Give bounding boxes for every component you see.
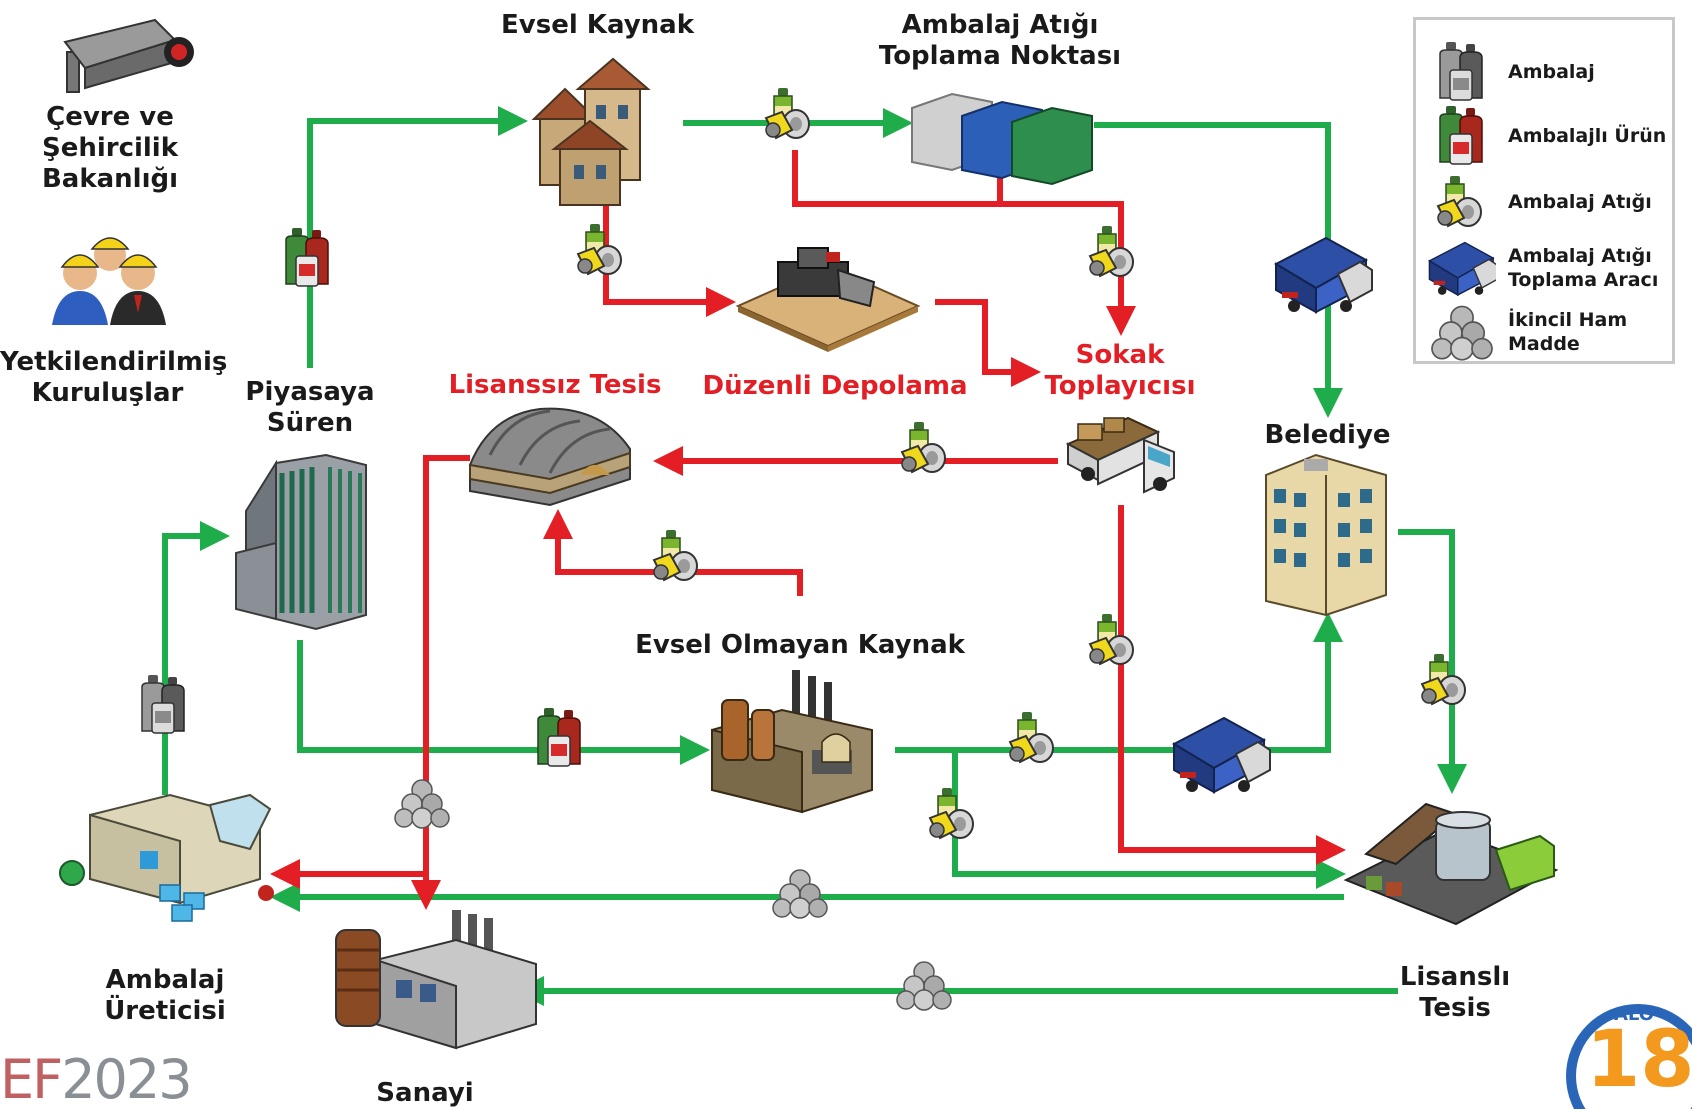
node-street-collector-label: Sokak Toplayıcısı: [1044, 340, 1196, 401]
node-packaging-producer-label: Ambalaj Üreticisi: [104, 965, 226, 1026]
authorized-workers-icon: [52, 237, 166, 325]
node-non-domestic-label: Evsel Olmayan Kaynak: [635, 630, 965, 660]
street-collector-truck-icon: [1065, 416, 1175, 494]
licensed-facility-icon: [1343, 802, 1559, 926]
skyscraper-icon: [235, 453, 367, 631]
security-camera-icon: [63, 18, 194, 93]
alo-text: ALO: [1614, 1004, 1655, 1025]
legend-label: İkincil Ham Madde: [1508, 309, 1628, 355]
unlicensed-facility-icon: [469, 407, 631, 507]
node-licensed-label: Lisanslı Tesis: [1399, 962, 1511, 1023]
collection-truck-icon: [1428, 241, 1496, 296]
municipality-building-icon: [1265, 453, 1387, 617]
flow-landfill-to-street: [935, 299, 1041, 387]
legend-label: Ambalajlı Ürün: [1508, 125, 1667, 147]
legend-label: Ambalaj Atığı Toplama Aracı: [1508, 245, 1659, 291]
node-domestic-source-label: Evsel Kaynak: [501, 10, 694, 40]
node-landfill-label: Düzenli Depolama: [702, 371, 968, 401]
actor-ministry-label: Çevre ve Şehircilik Bakanlığı: [41, 102, 179, 194]
landfill-bulldozer-icon: [735, 247, 921, 352]
node-unlicensed-label: Lisanssız Tesis: [448, 370, 662, 400]
flow-street-to-licensed: [1118, 505, 1346, 865]
legend-item-secondary-raw: İkincil Ham Madde: [1416, 302, 1678, 362]
legend-label: Ambalaj Atığı: [1508, 191, 1652, 213]
node-industry-label: Sanayi: [376, 1078, 474, 1108]
event-logo-year: 2023: [61, 1048, 192, 1111]
packaged-product-icon: [1439, 106, 1483, 165]
flow-collection-to-municipality: [1094, 122, 1343, 418]
alo-number: 18: [1586, 1015, 1692, 1105]
flow-domestic-to-landfill: [603, 205, 736, 317]
packaging-waste-icon: [1437, 175, 1482, 227]
waste-containers-icon: [911, 92, 1093, 186]
flow-unlicensed-to-industry: [411, 455, 470, 910]
flow-supplier-to-domestic: [307, 106, 528, 368]
packaging-machine-icon: [59, 793, 274, 922]
legend-item-packaged-product: Ambalajlı Ürün: [1416, 106, 1678, 166]
packaging-icon: [1439, 42, 1483, 101]
alo-badge: ALO 18: [1538, 988, 1692, 1109]
factory-icon: [711, 670, 873, 814]
event-logo: EF2023: [0, 1048, 193, 1111]
node-market-supplier-label: Piyasaya Süren: [245, 377, 375, 438]
flow-producer-to-supplier: [162, 521, 230, 795]
legend-item-packaging: Ambalaj: [1416, 42, 1678, 102]
alo-badge-icon: [1566, 1004, 1692, 1109]
event-logo-prefix: EF: [0, 1048, 63, 1111]
legend-label: Ambalaj: [1508, 61, 1595, 83]
actor-authorized-label: Yetkilendirilmiş Kuruluşlar: [0, 347, 228, 408]
node-municipality-label: Belediye: [1264, 420, 1391, 450]
houses-icon: [531, 57, 651, 206]
legend: Ambalaj Ambalajlı Ürün Ambalaj Atığı Amb…: [1413, 17, 1675, 364]
legend-item-collection-truck: Ambalaj Atığı Toplama Aracı: [1416, 238, 1678, 298]
legend-item-packaging-waste: Ambalaj Atığı: [1416, 172, 1678, 232]
flow-nondomestic-to-licensed: [952, 750, 1346, 889]
node-collection-point-label: Ambalaj Atığı Toplama Noktası: [878, 10, 1122, 71]
industry-plant-icon: [335, 910, 537, 1050]
secondary-raw-material-icon: [1431, 305, 1493, 361]
